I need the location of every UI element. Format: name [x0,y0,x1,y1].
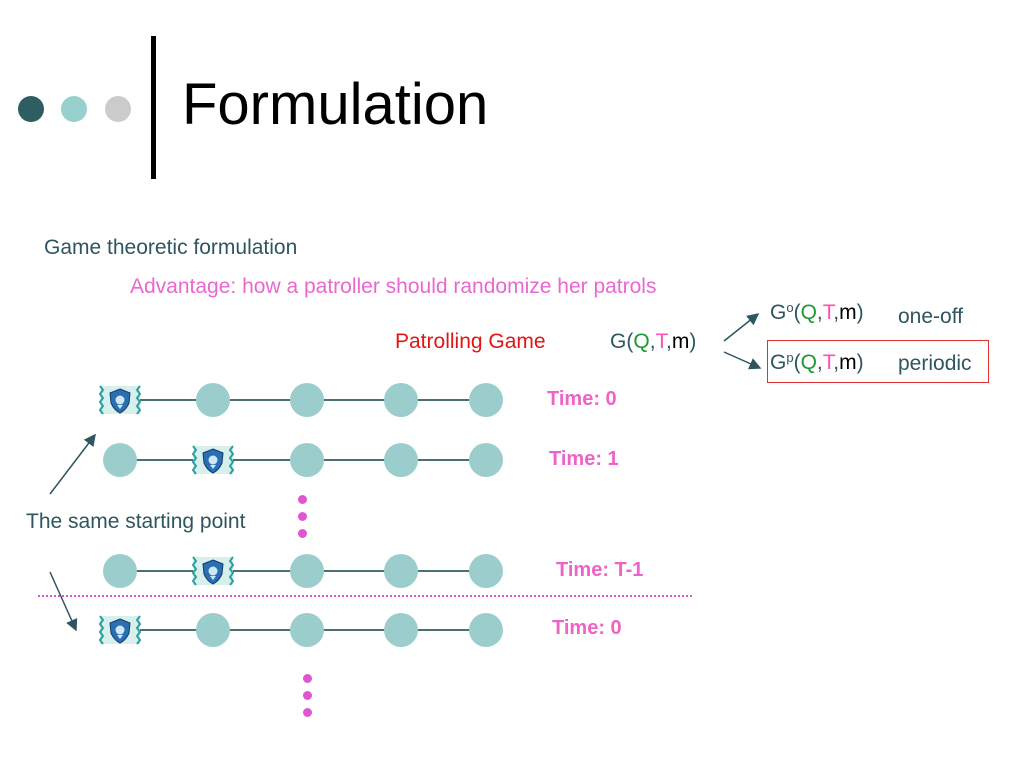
arrow-to-periodic [723,351,762,370]
periodic-formula-q: Q [800,351,817,374]
path-edge [213,399,307,401]
oneoff-label: one-off [898,305,963,328]
ellipsis-dot [298,512,307,521]
oneoff-formula-q: Q [800,301,817,324]
header-dot-light [105,96,131,122]
patroller-icon [98,613,142,652]
periodic-label: periodic [898,352,972,375]
arrow-to-oneoff [723,313,760,342]
ellipsis-dot [303,691,312,700]
patrol-node [384,443,418,477]
patroller-icon [98,383,142,422]
path-edge [401,570,486,572]
path-edge [401,399,486,401]
patrol-node [469,443,503,477]
path-edge [401,459,486,461]
patrol-node [290,383,324,417]
path-edge [307,570,401,572]
periodic-formula-t: T [822,351,834,374]
path-edge [120,570,213,572]
same-start-label: The same starting point [26,510,246,533]
path-edge [120,629,213,631]
periodic-formula-sup: p [786,350,794,365]
patrol-node [196,383,230,417]
time-label-row-2: Time: 1 [549,448,619,470]
patroller-icon [191,554,235,593]
time-label-row-4: Time: 0 [552,617,622,639]
path-edge [307,459,401,461]
oneoff-formula-sup: o [786,300,794,315]
path-edge [213,629,307,631]
patrol-node [469,613,503,647]
patrol-node [196,613,230,647]
oneoff-formula-g: G [770,301,787,324]
periodic-highlight-box [767,340,989,383]
arrow-to-row-4 [49,571,78,632]
patrol-node [469,554,503,588]
ellipsis-dot [298,529,307,538]
arrow-to-row-1 [49,433,96,495]
oneoff-formula-m: m [839,301,857,324]
path-edge [213,459,307,461]
time-label-row-3: Time: T-1 [556,559,644,581]
path-edge [307,399,401,401]
patrol-node [103,443,137,477]
path-edge [120,399,213,401]
oneoff-formula: Go(Q,T,m) [770,300,864,324]
header-dot-dark [18,96,44,122]
advantage-text: Advantage: how a patroller should random… [130,275,657,298]
ellipsis-dot [303,708,312,717]
ellipsis-dot [303,674,312,683]
time-label-row-1: Time: 0 [547,388,617,410]
path-edge [401,629,486,631]
main-formula-t: T [655,330,667,353]
patrolling-game-label: Patrolling Game [395,330,546,353]
patroller-icon [191,443,235,482]
path-edge [213,570,307,572]
ellipsis-dot [298,495,307,504]
slide-title: Formulation [182,72,489,137]
oneoff-formula-t: T [822,301,834,324]
patrol-node [103,554,137,588]
periodic-formula: Gp(Q,T,m) [770,350,864,374]
path-edge [307,629,401,631]
patrol-node [384,554,418,588]
path-edge [120,459,213,461]
patrol-node [290,554,324,588]
main-formula-q: Q [633,330,650,353]
main-formula-g: G [610,330,627,353]
period-divider-line [38,595,692,597]
patrol-node [469,383,503,417]
periodic-formula-g: G [770,351,787,374]
patrol-node [290,613,324,647]
periodic-formula-m: m [839,351,857,374]
header-dot-mid [61,96,87,122]
patrol-node [384,613,418,647]
main-formula: G(Q,T,m) [610,330,697,353]
subtitle: Game theoretic formulation [44,236,298,259]
patrol-node [384,383,418,417]
title-divider [151,36,156,179]
patrol-node [290,443,324,477]
main-formula-m: m [671,330,690,353]
